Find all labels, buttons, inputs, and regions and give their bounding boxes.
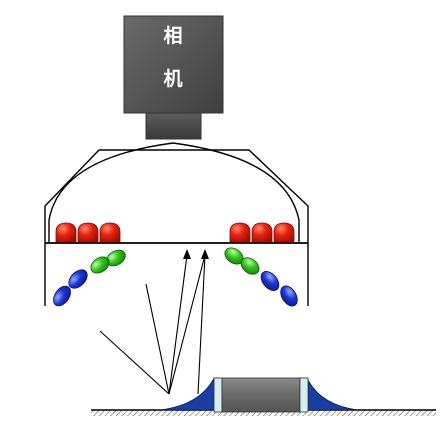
camera-body xyxy=(123,15,224,114)
component-body xyxy=(221,377,301,413)
blue-led xyxy=(280,285,298,307)
arrowhead xyxy=(201,249,209,259)
camera-icon: 相 机 xyxy=(123,15,224,140)
camera-label-line2: 机 xyxy=(163,68,182,90)
ray-line xyxy=(197,254,206,395)
red-led xyxy=(229,222,251,243)
red-led xyxy=(55,222,77,243)
dome-inner-arc xyxy=(48,142,300,221)
blue-led xyxy=(260,271,280,291)
red-led xyxy=(251,222,273,243)
ray-line xyxy=(168,254,206,395)
red-led xyxy=(273,222,295,243)
smd-component-icon xyxy=(213,377,309,413)
red-led xyxy=(99,222,121,243)
ground-hatch xyxy=(91,410,436,416)
blue-led xyxy=(68,269,88,289)
ray-line xyxy=(168,254,188,395)
camera-lens xyxy=(145,112,202,140)
dome-light-icon xyxy=(44,142,309,306)
green-led xyxy=(90,256,110,274)
ray-arrowheads xyxy=(183,249,209,259)
camera-label-line1: 相 xyxy=(163,25,182,47)
solder-fillet-right xyxy=(299,377,359,411)
green-led-group xyxy=(90,247,260,275)
arrowhead xyxy=(183,249,191,259)
red-led xyxy=(77,222,99,243)
light-rays xyxy=(99,254,206,395)
dome-outer-shell xyxy=(44,149,309,306)
green-led xyxy=(240,257,260,275)
blue-led xyxy=(53,285,71,307)
ray-line xyxy=(99,330,170,395)
component-end-cap-right xyxy=(299,377,309,413)
blue-led-group xyxy=(53,269,298,307)
ray-line xyxy=(145,283,170,395)
component-end-cap-left xyxy=(213,377,223,413)
red-led-group xyxy=(55,222,295,243)
